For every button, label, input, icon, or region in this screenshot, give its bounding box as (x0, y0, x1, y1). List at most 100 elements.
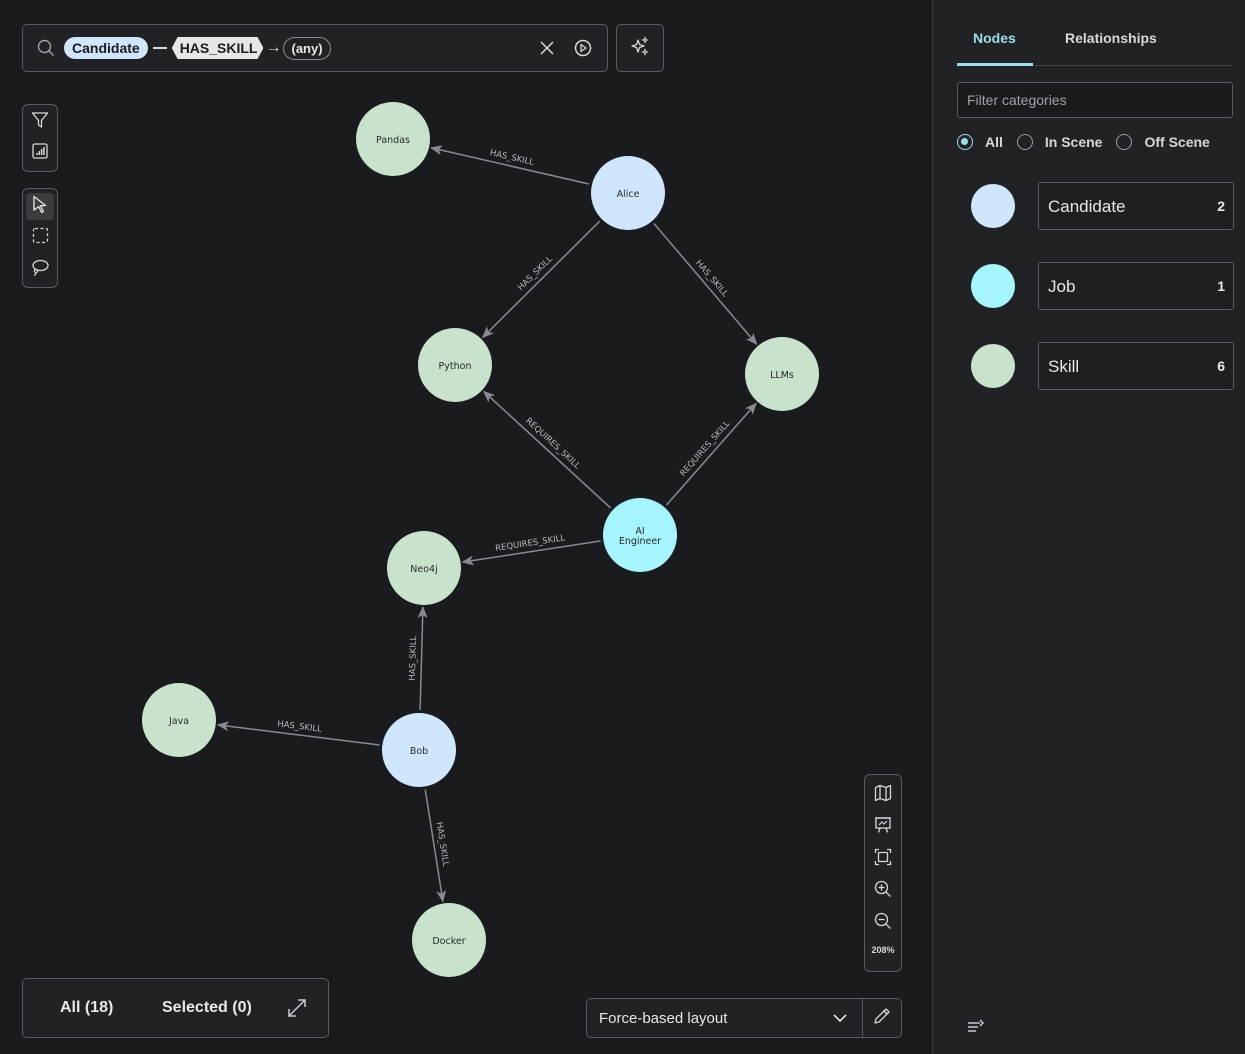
node-circle[interactable] (745, 337, 819, 411)
category-count: 1 (1217, 278, 1225, 294)
query-search-bar[interactable]: Candidate HAS_SKILL → (any) (22, 24, 608, 72)
lasso-select-button[interactable] (26, 256, 54, 283)
relationship-edge[interactable]: HAS_SKILL (653, 222, 758, 346)
graph-node-java[interactable]: Java (142, 683, 216, 757)
relationship-edge[interactable]: HAS_SKILL (408, 605, 428, 711)
collapse-panel-icon[interactable] (965, 1016, 987, 1036)
graph-node-bob[interactable]: Bob (382, 713, 456, 787)
node-label: Bob (410, 746, 428, 757)
node-label: Neo4j (410, 564, 437, 575)
node-circle[interactable] (387, 531, 461, 605)
radio-in-scene-label: In Scene (1044, 134, 1103, 150)
category-button[interactable]: Skill 6 (1038, 342, 1234, 390)
category-color-swatch[interactable] (971, 344, 1015, 388)
radio-all[interactable]: All (957, 134, 1003, 150)
category-job: Job 1 (971, 262, 1234, 310)
edge-line[interactable] (430, 145, 590, 185)
zoom-level: 208% (871, 945, 895, 955)
radio-off-scene[interactable]: Off Scene (1116, 134, 1210, 150)
category-color-swatch[interactable] (971, 184, 1015, 228)
layout-select-value[interactable]: Force-based layout (599, 1009, 728, 1027)
relationship-edge[interactable]: REQUIRES_SKILL (665, 402, 757, 506)
edge-line[interactable] (417, 605, 428, 711)
relationship-edge[interactable]: HAS_SKILL (430, 145, 590, 185)
category-candidate: Candidate 2 (971, 182, 1234, 230)
edit-layout-button[interactable] (863, 999, 901, 1037)
node-circle[interactable] (418, 328, 492, 402)
zoom-out-button[interactable] (869, 909, 897, 937)
fit-to-screen-button[interactable] (869, 845, 897, 873)
edge-line[interactable] (653, 222, 758, 346)
graph-node-llms[interactable]: LLMs (745, 337, 819, 411)
node-label: Python (439, 361, 472, 372)
node-circle[interactable] (356, 102, 430, 176)
category-button[interactable]: Candidate 2 (1038, 182, 1234, 230)
edge-label: REQUIRES_SKILL (523, 416, 582, 471)
filter-categories-input[interactable] (957, 82, 1233, 118)
zoom-in-button[interactable] (869, 877, 897, 905)
panel-tabs: Nodes Relationships (957, 0, 1233, 66)
graph-node-neo4j[interactable]: Neo4j (387, 531, 461, 605)
graph-node-pandas[interactable]: Pandas (356, 102, 430, 176)
minimap-button[interactable] (869, 781, 897, 809)
box-select-button[interactable] (26, 224, 54, 251)
clear-icon[interactable] (537, 38, 557, 58)
graph-node-python[interactable]: Python (418, 328, 492, 402)
category-button[interactable]: Job 1 (1038, 262, 1234, 310)
relationship-edge[interactable]: HAS_SKILL (424, 789, 450, 903)
node-circle[interactable] (591, 156, 665, 230)
edge-line[interactable] (482, 390, 612, 509)
edge-line[interactable] (216, 721, 380, 746)
graph-canvas[interactable]: HAS_SKILL HAS_SKILL HAS_SKILL REQUIRES_SKIL… (0, 0, 932, 1054)
query-relationship-chip[interactable]: HAS_SKILL (172, 37, 264, 59)
relationship-edge[interactable]: HAS_SKILL (481, 220, 601, 339)
category-name: Skill (1048, 357, 1080, 376)
scene-filter-radios: All In Scene Off Scene (957, 134, 1224, 150)
radio-in-scene-indicator[interactable] (1016, 134, 1033, 150)
tab-relationships[interactable]: Relationships (1065, 30, 1157, 46)
graph-svg[interactable]: HAS_SKILL HAS_SKILL HAS_SKILL REQUIRES_SKIL… (0, 0, 932, 1054)
filter-button[interactable] (26, 109, 54, 136)
run-query-icon[interactable] (573, 38, 593, 58)
radio-in-scene[interactable]: In Scene (1016, 134, 1103, 150)
relationship-edge[interactable]: HAS_SKILL (216, 719, 380, 746)
statistics-button[interactable] (26, 140, 54, 167)
node-label: Docker (432, 936, 465, 947)
node-circle[interactable] (142, 683, 216, 757)
radio-all-indicator[interactable] (957, 134, 973, 150)
node-circle[interactable] (412, 903, 486, 977)
query-start-node-chip[interactable]: Candidate (64, 37, 148, 59)
layout-select[interactable]: Force-based layout (586, 998, 902, 1038)
presentation-button[interactable] (869, 813, 897, 841)
edge-line[interactable] (481, 220, 601, 339)
legend-panel: Nodes Relationships All In Scene Off Sce… (932, 0, 1245, 1054)
node-label: AI (635, 526, 644, 537)
selected-count-button[interactable]: Selected (0) (162, 999, 252, 1016)
graph-node-docker[interactable]: Docker (412, 903, 486, 977)
expand-icon[interactable] (285, 996, 309, 1020)
chart-icon (32, 143, 48, 164)
tab-nodes[interactable]: Nodes (973, 30, 1016, 46)
query-end-node-chip[interactable]: (any) (283, 36, 331, 60)
zoom-out-icon (874, 912, 892, 935)
category-color-swatch[interactable] (971, 264, 1015, 308)
relationship-edge[interactable]: REQUIRES_SKILL (482, 390, 612, 509)
zoom-in-icon (874, 880, 892, 903)
edge-line[interactable] (665, 402, 757, 506)
all-count-button[interactable]: All (18) (60, 999, 114, 1016)
ai-assist-button[interactable] (616, 24, 664, 72)
select-pointer-button[interactable] (26, 193, 54, 221)
graph-node-alice[interactable]: Alice (591, 156, 665, 230)
relationship-edge[interactable]: REQUIRES_SKILL (461, 533, 601, 566)
chevron-down-icon[interactable] (830, 1008, 850, 1028)
edge-line[interactable] (461, 540, 601, 566)
edges-layer: HAS_SKILL HAS_SKILL HAS_SKILL REQUIRES_SKIL… (216, 145, 758, 903)
radio-off-scene-indicator[interactable] (1116, 134, 1133, 150)
analysis-toolbar (22, 104, 58, 172)
node-circle[interactable] (382, 713, 456, 787)
edge-line[interactable] (424, 789, 447, 903)
category-count: 2 (1217, 198, 1225, 214)
node-circle[interactable] (603, 498, 677, 572)
